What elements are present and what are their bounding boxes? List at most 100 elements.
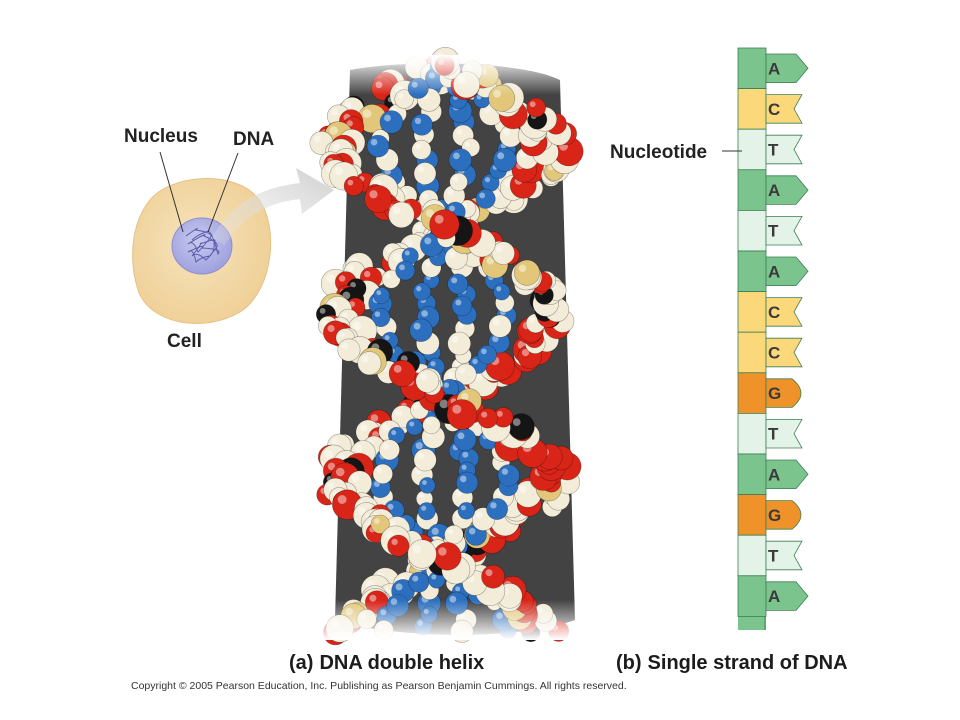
atom-highlight: [451, 336, 459, 343]
base-letter: T: [768, 141, 779, 160]
base-atom: [453, 428, 477, 452]
base-atom: [372, 463, 393, 485]
atom-highlight: [455, 586, 461, 592]
base-letter: A: [768, 181, 780, 200]
atom-highlight: [341, 312, 348, 319]
caption-single-strand: (b)Single strand of DNA: [616, 652, 848, 675]
chromatin-thread: [185, 228, 220, 264]
atom-highlight: [529, 317, 536, 323]
atom-highlight: [350, 282, 356, 288]
nucleotide-3: T: [737, 128, 803, 171]
atom-highlight: [395, 583, 403, 591]
atom-highlight: [362, 109, 372, 118]
atom-highlight: [415, 143, 421, 150]
atom-highlight: [324, 449, 333, 458]
dna-label: DNA: [233, 129, 275, 150]
atom-highlight: [361, 355, 369, 363]
base-atom: [417, 502, 436, 521]
base-atom: [475, 188, 496, 209]
base-letter: T: [768, 547, 779, 566]
atom-highlight: [422, 480, 427, 485]
atom-highlight: [447, 371, 455, 379]
base-atom: [444, 524, 464, 545]
atom-highlight: [329, 126, 338, 135]
atom-highlight: [484, 177, 491, 183]
base-letter: A: [768, 587, 780, 606]
base-atom: [395, 260, 416, 281]
base-atom: [451, 295, 473, 317]
backbone-atom: [407, 539, 437, 569]
base-atom: [371, 307, 391, 328]
atom-highlight: [416, 286, 422, 292]
atom-highlight: [376, 290, 382, 296]
base-atom: [488, 314, 512, 338]
chromatin-tangle: [185, 228, 220, 264]
atom-highlight: [475, 511, 483, 519]
atom-highlight: [492, 335, 499, 342]
base-letter: A: [768, 465, 780, 484]
atom-highlight: [404, 239, 413, 248]
atom-highlight: [392, 206, 401, 215]
nucleotide-base-A: [765, 459, 809, 489]
base-atom: [492, 147, 517, 172]
nucleotide-sugar: [737, 250, 767, 292]
nucleotide-2: C: [737, 88, 803, 130]
base-atom: [373, 287, 390, 304]
base-atom: [418, 477, 436, 494]
base-letter: A: [768, 59, 780, 78]
backbone-atom: [477, 407, 499, 429]
nucleotide-sugar: [737, 47, 767, 89]
atom-highlight: [414, 117, 422, 125]
atom-highlight: [355, 444, 363, 453]
atom-highlight: [430, 361, 436, 367]
backbone-atom: [357, 351, 382, 376]
atom-highlight: [376, 467, 383, 474]
atom-highlight: [483, 105, 491, 113]
atom-highlight: [374, 311, 381, 318]
atom-highlight: [451, 277, 458, 284]
atom-highlight: [425, 419, 431, 425]
atom-highlight: [455, 490, 462, 497]
atom-highlight: [319, 308, 326, 314]
atom-highlight: [447, 188, 454, 196]
nucleus-label: Nucleus: [124, 126, 198, 147]
atom-highlight: [455, 299, 462, 306]
base-letter: G: [768, 506, 781, 525]
nucleotide-base-A: [765, 581, 809, 611]
atom-highlight: [347, 179, 354, 186]
atom-highlight: [409, 421, 415, 427]
base-atom: [449, 172, 468, 192]
atom-highlight: [497, 152, 505, 160]
nucleotide-sugar: [737, 291, 767, 333]
backbone-atom: [337, 338, 361, 362]
atom-highlight: [458, 322, 465, 328]
atom-highlight: [490, 502, 497, 509]
atom-highlight: [331, 108, 338, 116]
atom-highlight: [456, 128, 463, 135]
atom-highlight: [422, 193, 429, 200]
nucleotide-sugar: [737, 88, 767, 130]
atom-highlight: [404, 250, 410, 256]
backbone-atom: [429, 209, 460, 240]
atom-highlight: [496, 410, 503, 417]
atom-highlight: [481, 348, 487, 355]
nucleotide-sugar: [737, 372, 767, 414]
atom-highlight: [461, 392, 469, 401]
base-atom: [454, 363, 477, 386]
atom-highlight: [529, 101, 536, 108]
helix-top-fade: [290, 55, 600, 95]
atom-highlight: [519, 485, 528, 494]
atom-highlight: [453, 152, 460, 160]
atom-highlight: [412, 575, 419, 582]
atom-highlight: [479, 192, 486, 199]
atom-highlight: [501, 468, 509, 475]
nucleotide-sugar: [737, 494, 767, 536]
nucleotide-sugar: [737, 534, 767, 577]
base-atom: [497, 464, 520, 487]
base-letter: T: [768, 425, 779, 444]
atom-highlight: [382, 424, 390, 431]
atom-highlight: [364, 270, 371, 278]
atom-highlight: [492, 318, 500, 326]
atom-highlight: [448, 250, 456, 258]
